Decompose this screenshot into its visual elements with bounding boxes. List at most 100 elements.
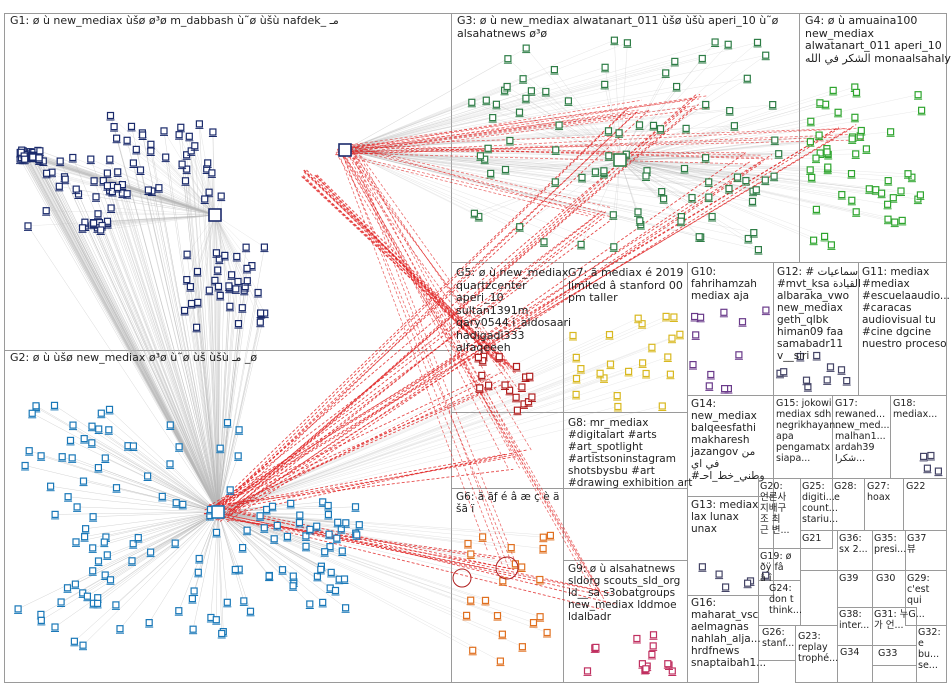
node-g1[interactable] (94, 210, 102, 218)
node-g2[interactable] (353, 531, 361, 539)
node-g2[interactable] (239, 543, 247, 552)
node-g6[interactable] (496, 657, 504, 665)
node-g12[interactable] (802, 376, 811, 384)
node-g4[interactable] (914, 91, 922, 99)
node-g4[interactable] (904, 170, 912, 178)
node-g4[interactable] (898, 216, 906, 224)
node-g7[interactable] (577, 365, 585, 373)
node-g4[interactable] (816, 99, 824, 107)
node-g2[interactable] (190, 587, 198, 595)
node-g2[interactable] (166, 460, 174, 468)
node-g2[interactable] (342, 519, 350, 527)
node-g3[interactable] (672, 82, 681, 91)
node-g12[interactable] (826, 363, 835, 371)
node-g4[interactable] (815, 131, 823, 139)
node-g13[interactable] (743, 579, 752, 587)
node-g2[interactable] (14, 605, 22, 613)
node-g1[interactable] (221, 251, 229, 259)
node-g5[interactable] (518, 383, 526, 391)
node-g3[interactable] (504, 55, 512, 63)
node-g4[interactable] (812, 205, 821, 213)
node-g4[interactable] (812, 154, 820, 162)
node-g1[interactable] (103, 169, 112, 177)
node-g3[interactable] (748, 197, 757, 205)
node-g2[interactable] (306, 525, 314, 534)
node-g2[interactable] (80, 435, 88, 443)
node-g1[interactable] (181, 306, 189, 314)
node-g3[interactable] (540, 238, 548, 246)
node-g2[interactable] (313, 572, 321, 580)
node-g2[interactable] (212, 528, 221, 537)
node-g4[interactable] (852, 208, 860, 216)
node-g1[interactable] (214, 282, 223, 290)
node-g4[interactable] (806, 166, 814, 174)
node-g1[interactable] (160, 127, 168, 135)
node-g10[interactable] (690, 312, 699, 321)
node-g2[interactable] (289, 582, 297, 590)
node-g3[interactable] (744, 234, 752, 243)
node-g3[interactable] (503, 82, 511, 91)
node-g1[interactable] (61, 175, 69, 183)
node-g3[interactable] (519, 75, 527, 83)
node-g2[interactable] (351, 503, 360, 511)
node-g3[interactable] (468, 98, 476, 106)
node-g5[interactable] (501, 381, 509, 389)
node-g1[interactable] (107, 204, 115, 212)
node-g3[interactable] (527, 87, 536, 95)
node-g5[interactable] (526, 372, 534, 380)
node-g3[interactable] (515, 108, 524, 116)
hub-node[interactable] (208, 208, 222, 222)
node-g2[interactable] (166, 421, 174, 429)
node-g3[interactable] (750, 229, 758, 237)
node-g2[interactable] (70, 637, 79, 645)
node-g3[interactable] (551, 178, 559, 186)
node-g2[interactable] (37, 610, 45, 619)
node-g1[interactable] (136, 166, 145, 174)
node-g2[interactable] (63, 584, 72, 592)
node-g18[interactable] (919, 452, 928, 460)
node-g7[interactable] (670, 313, 678, 321)
node-g1[interactable] (205, 286, 213, 294)
node-g2[interactable] (72, 538, 80, 546)
node-g4[interactable] (872, 186, 880, 194)
node-g1[interactable] (194, 298, 202, 306)
node-g3[interactable] (609, 211, 617, 219)
node-g2[interactable] (306, 600, 314, 608)
node-g2[interactable] (325, 530, 333, 538)
node-g7[interactable] (642, 369, 650, 378)
node-g3[interactable] (470, 209, 478, 217)
node-g3[interactable] (725, 185, 733, 193)
node-g1[interactable] (147, 147, 155, 155)
node-g2[interactable] (69, 421, 77, 429)
node-g6[interactable] (464, 539, 472, 548)
node-g4[interactable] (857, 126, 865, 135)
node-g2[interactable] (194, 568, 202, 576)
node-g1[interactable] (114, 168, 122, 176)
node-g7[interactable] (605, 331, 614, 339)
node-g1[interactable] (55, 182, 63, 190)
node-g3[interactable] (754, 246, 763, 254)
node-g7[interactable] (624, 367, 633, 375)
node-g2[interactable] (235, 426, 243, 434)
node-g2[interactable] (116, 625, 124, 633)
node-g2[interactable] (188, 594, 196, 603)
node-g1[interactable] (175, 131, 183, 139)
node-g6[interactable] (536, 613, 544, 621)
node-g2[interactable] (195, 554, 203, 563)
node-g2[interactable] (283, 532, 291, 541)
node-g1[interactable] (185, 132, 193, 140)
node-g1[interactable] (113, 183, 122, 192)
node-g5[interactable] (506, 386, 514, 394)
node-g12[interactable] (843, 377, 851, 385)
node-g2[interactable] (128, 557, 136, 565)
node-g3[interactable] (522, 94, 530, 102)
node-g1[interactable] (177, 123, 185, 131)
node-g1[interactable] (205, 188, 213, 196)
node-g2[interactable] (28, 409, 36, 417)
node-g2[interactable] (338, 547, 346, 555)
node-g4[interactable] (886, 128, 895, 136)
node-g10[interactable] (707, 370, 715, 379)
node-g3[interactable] (775, 150, 783, 158)
node-g2[interactable] (324, 510, 332, 519)
node-g1[interactable] (216, 291, 224, 299)
